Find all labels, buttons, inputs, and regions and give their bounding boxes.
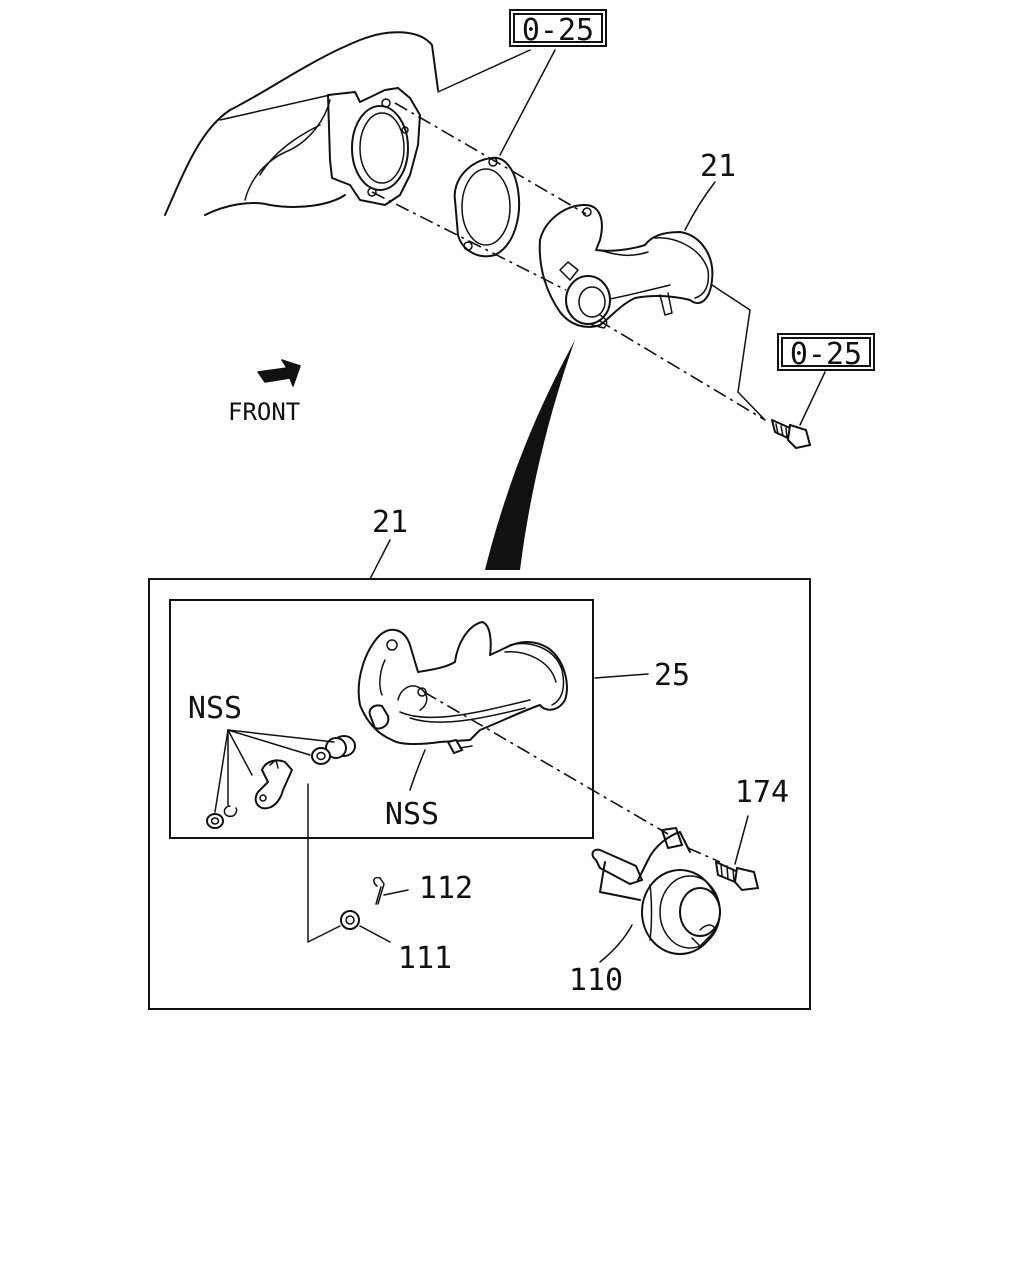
washer-111 — [340, 910, 360, 930]
nss-left-label: NSS — [188, 691, 242, 726]
arrow-down-left-icon — [257, 359, 301, 387]
exhaust-pipe-top — [538, 204, 714, 329]
leader-111 — [359, 925, 391, 943]
leader-ref-top — [437, 49, 556, 156]
bracket-lever-111 — [307, 783, 341, 943]
engine-flange — [327, 87, 421, 206]
ref-box-right: 0-25 — [777, 333, 875, 372]
leader-21-box — [369, 539, 391, 580]
part-25-label: 25 — [654, 658, 690, 693]
leader-25 — [594, 673, 649, 679]
leader-nss-bottom — [409, 749, 426, 791]
leader-174 — [734, 815, 749, 865]
exhaust-pipe-detail — [357, 621, 568, 755]
engine-outline — [164, 31, 439, 216]
part-112-label: 112 — [419, 871, 473, 906]
ref-box-top: 0-25 — [509, 9, 607, 48]
detail-box-inner — [169, 599, 594, 839]
leader-110 — [599, 924, 633, 963]
part-174-label: 174 — [735, 775, 789, 810]
alignment-lines-top — [371, 102, 766, 421]
leader-21-top — [684, 181, 716, 231]
leader-ref-right — [711, 284, 826, 426]
nss-bottom-label: NSS — [385, 797, 439, 832]
part-111-label: 111 — [398, 941, 452, 976]
cotter-pin — [373, 876, 385, 905]
part-21-box-label: 21 — [372, 505, 408, 540]
bolt-174 — [715, 861, 760, 892]
ref-label-top: 0-25 — [522, 13, 594, 48]
actuator — [591, 827, 721, 955]
front-label: FRONT — [228, 398, 300, 426]
alignment-line-bolt — [687, 847, 721, 863]
nss-small-parts — [206, 729, 356, 829]
ref-label-right: 0-25 — [790, 337, 862, 372]
alignment-line-detail — [423, 691, 669, 835]
leader-112 — [383, 889, 409, 896]
detail-box-outer — [148, 578, 811, 1010]
part-21-top-label: 21 — [700, 149, 736, 184]
gasket — [453, 156, 521, 258]
callout-wedge — [485, 340, 575, 570]
part-110-label: 110 — [569, 963, 623, 998]
bolt-top — [771, 419, 812, 450]
